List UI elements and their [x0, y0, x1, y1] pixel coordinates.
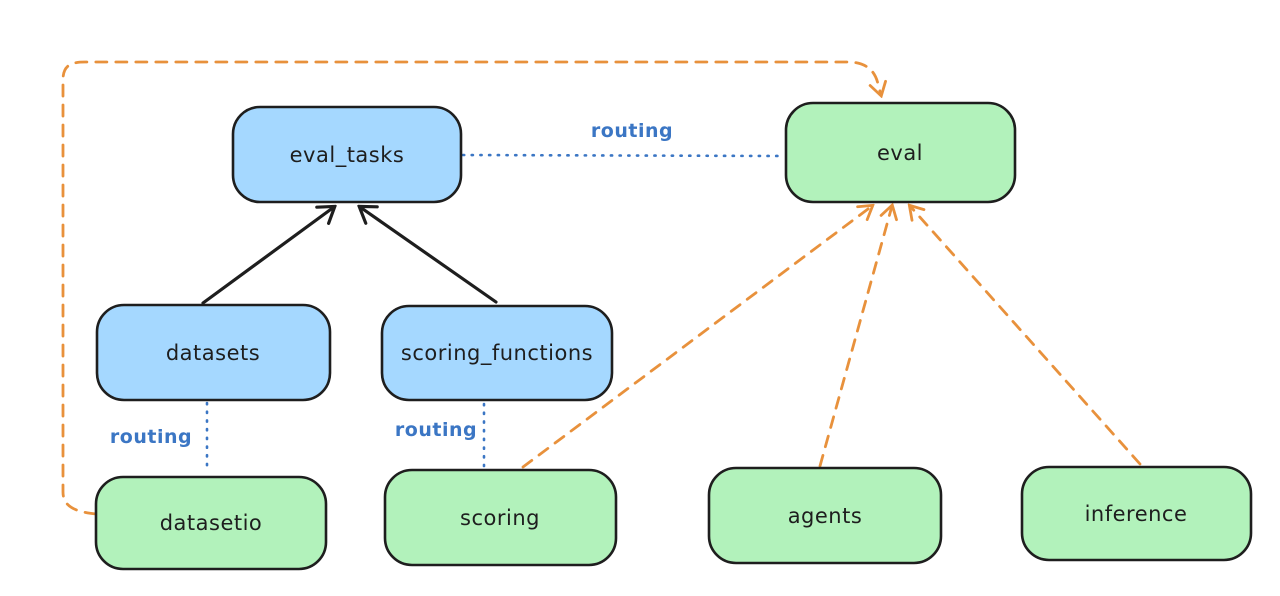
node-agents: agents — [707, 466, 943, 565]
node-box — [383, 468, 618, 567]
edge-scoring-to-eval — [521, 206, 872, 469]
node-inference: inference — [1020, 465, 1253, 562]
routing-label: routing — [591, 120, 673, 142]
node-scoring-functions: scoring_functions — [380, 304, 614, 402]
node-box — [380, 304, 614, 402]
node-label: datasets — [166, 341, 260, 365]
node-label: inference — [1085, 502, 1188, 526]
node-box — [94, 475, 328, 571]
node-label: scoring — [460, 506, 540, 530]
node-eval: eval — [784, 101, 1017, 204]
edge-agents-to-eval — [818, 206, 892, 468]
routing-label: routing — [395, 419, 477, 441]
node-scoring: scoring — [383, 468, 618, 567]
node-label: datasetio — [160, 511, 263, 535]
node-box — [784, 101, 1017, 204]
edge-datasets-to-eval-tasks — [201, 207, 334, 305]
edge-scoring-functions-to-eval-tasks — [360, 207, 498, 304]
node-label: scoring_functions — [401, 341, 593, 366]
node-label: agents — [788, 504, 863, 528]
edge-inference-to-eval — [910, 206, 1142, 466]
node-box — [707, 466, 943, 565]
node-datasets: datasets — [95, 303, 332, 402]
node-box — [1020, 465, 1253, 562]
node-datasetio: datasetio — [94, 475, 328, 571]
node-label: eval_tasks — [290, 143, 405, 168]
node-box — [95, 303, 332, 402]
routing-label: routing — [110, 426, 192, 448]
node-box — [231, 105, 463, 204]
node-label: eval — [877, 141, 923, 165]
edge-datasetio-to-eval — [61, 60, 881, 516]
node-eval-tasks: eval_tasks — [231, 105, 463, 204]
edge-routing-eval-tasks-eval — [461, 153, 786, 158]
